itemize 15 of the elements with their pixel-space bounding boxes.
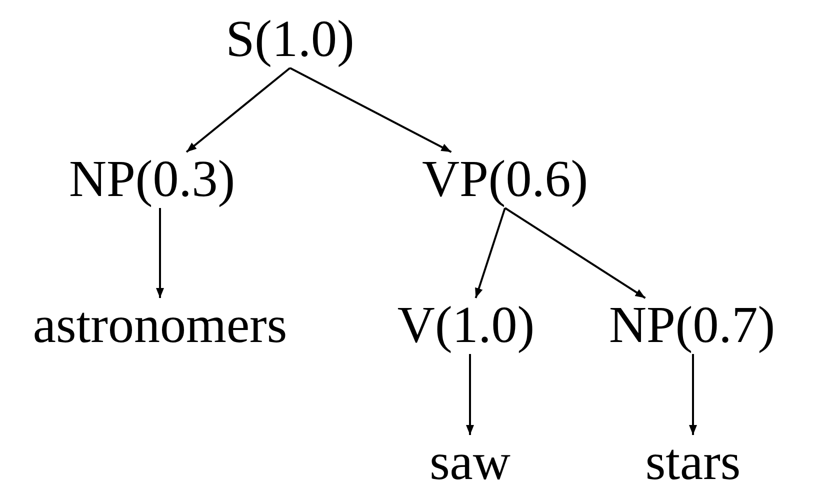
tree-node-label: V(1.0) <box>397 300 535 352</box>
tree-node-label: NP(0.3) <box>68 154 236 206</box>
arrow <box>504 207 646 299</box>
arrow <box>186 67 291 153</box>
arrow <box>156 208 164 298</box>
tree-node-label: S(1.0) <box>226 14 354 66</box>
tree-node-label: NP(0.7) <box>608 300 776 352</box>
arrow <box>466 354 474 435</box>
arrow <box>474 208 506 298</box>
arrow <box>689 354 697 435</box>
tree-node-label: astronomers <box>32 300 288 352</box>
arrow <box>290 67 452 153</box>
tree-node-label: saw <box>430 437 510 489</box>
tree-node-label: VP(0.6) <box>422 154 588 206</box>
tree-node-label: stars <box>645 437 741 489</box>
